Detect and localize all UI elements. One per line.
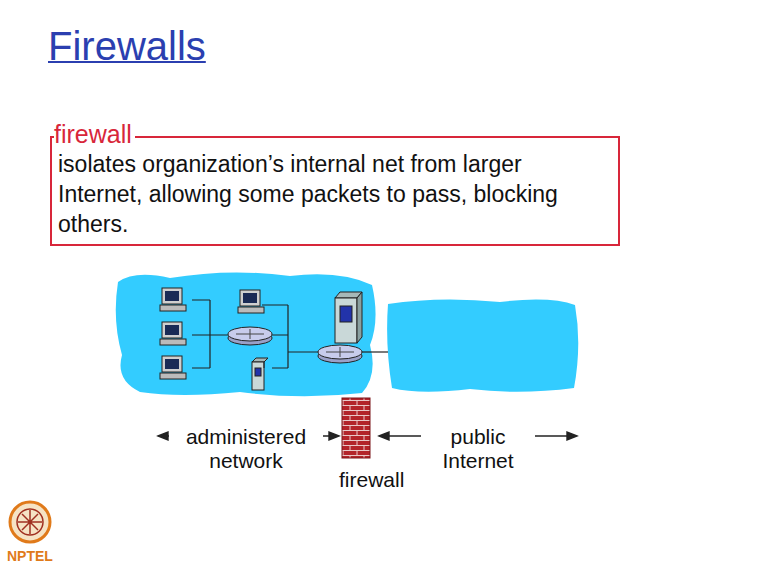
server-icons	[252, 292, 362, 390]
firewall-wall	[342, 398, 370, 458]
firewall-label: firewall	[337, 468, 406, 492]
nptel-logo	[10, 502, 50, 542]
box-heading: firewall	[54, 121, 135, 149]
definition-box: firewallisolates organization’s internal…	[50, 136, 620, 246]
public-internet-cloud	[387, 299, 578, 391]
region-label: administered network	[169, 425, 323, 473]
internal-net-cloud	[116, 272, 376, 396]
region-label: public Internet	[421, 425, 535, 473]
box-body-text: isolates organization’s internal net fro…	[58, 150, 612, 240]
logo-text: NPTEL	[7, 548, 53, 564]
pc-icons	[160, 288, 264, 379]
slide-title: Firewalls	[48, 24, 206, 69]
